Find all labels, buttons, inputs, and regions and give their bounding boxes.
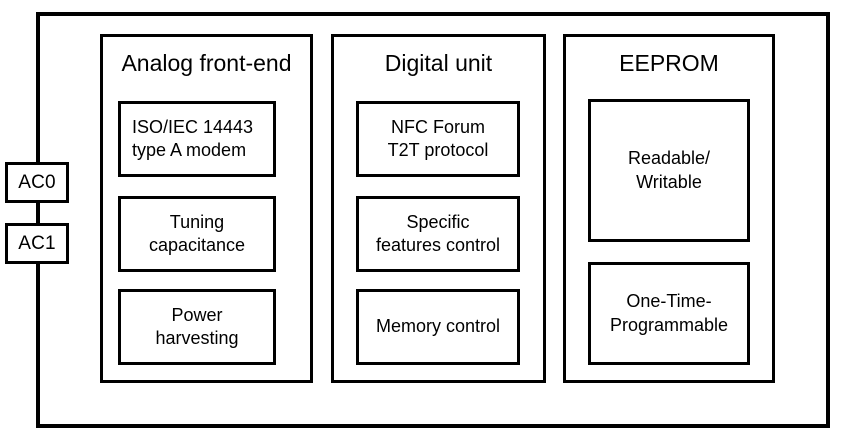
block-iso-iec-14443-type-a-modem-label: ISO/IEC 14443 type A modem [132,116,254,160]
block-readable-writable-label: Readable/ Writable [627,148,711,192]
antenna-wire-middle-segment [36,200,40,226]
block-memory-control-label: Memory control [375,316,501,337]
block-nfc-forum-t2t-protocol[interactable]: NFC Forum T2T protocol [356,101,520,177]
group-eeprom-title: EEPROM [619,50,719,76]
group-digital-unit-title: Digital unit [384,50,493,76]
pad-ac1[interactable]: AC1 [5,223,69,264]
block-specific-features-control-label: Specific features control [375,211,501,255]
group-analog-front-end-title: Analog front-end [121,50,292,76]
antenna-wire-top-segment [36,12,40,164]
block-nfc-forum-t2t-protocol-label: NFC Forum T2T protocol [387,116,489,160]
block-power-harvesting-label: Power harvesting [155,304,239,348]
block-specific-features-control[interactable]: Specific features control [356,196,520,272]
block-tuning-capacitance-label: Tuning capacitance [148,211,246,255]
pad-ac0[interactable]: AC0 [5,162,69,203]
block-tuning-capacitance[interactable]: Tuning capacitance [118,196,276,272]
block-one-time-programmable-label: One-Time- Programmable [609,291,729,335]
block-readable-writable[interactable]: Readable/ Writable [588,99,750,242]
pad-ac0-label: AC0 [18,172,56,193]
pad-ac1-label: AC1 [18,233,56,254]
block-memory-control[interactable]: Memory control [356,289,520,365]
antenna-wire-bottom-segment [36,261,40,428]
block-iso-iec-14443-type-a-modem[interactable]: ISO/IEC 14443 type A modem [118,101,276,177]
block-one-time-programmable[interactable]: One-Time- Programmable [588,262,750,365]
block-power-harvesting[interactable]: Power harvesting [118,289,276,365]
